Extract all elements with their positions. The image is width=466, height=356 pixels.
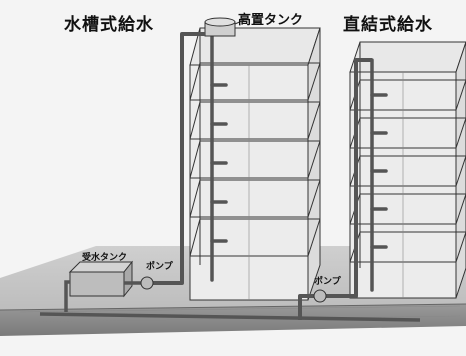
main-to-tank-pipe [64, 280, 142, 312]
label-receiving-tank: 受水タンク [82, 253, 128, 263]
floor-lines-right [349, 42, 466, 298]
title-tank-supply: 水槽式給水 [64, 15, 154, 35]
title-direct-supply: 直結式給水 [343, 15, 433, 35]
building-right [349, 41, 466, 299]
pump-left [140, 276, 154, 290]
pump-right [313, 289, 327, 303]
floor-lines-left [189, 28, 321, 300]
supply-pipe-right [298, 58, 372, 320]
supply-pipe-left [150, 32, 205, 285]
elevated-tank [204, 17, 245, 37]
label-pump-left: ポンプ [146, 262, 173, 272]
riser-pipe-left [210, 33, 228, 282]
label-elevated-tank: 高置タンク [238, 13, 304, 28]
building-left [189, 27, 321, 301]
label-pump-right: ポンプ [314, 277, 341, 287]
riser-pipe-right [370, 58, 388, 292]
receiving-tank [68, 260, 134, 298]
water-main [39, 312, 421, 322]
